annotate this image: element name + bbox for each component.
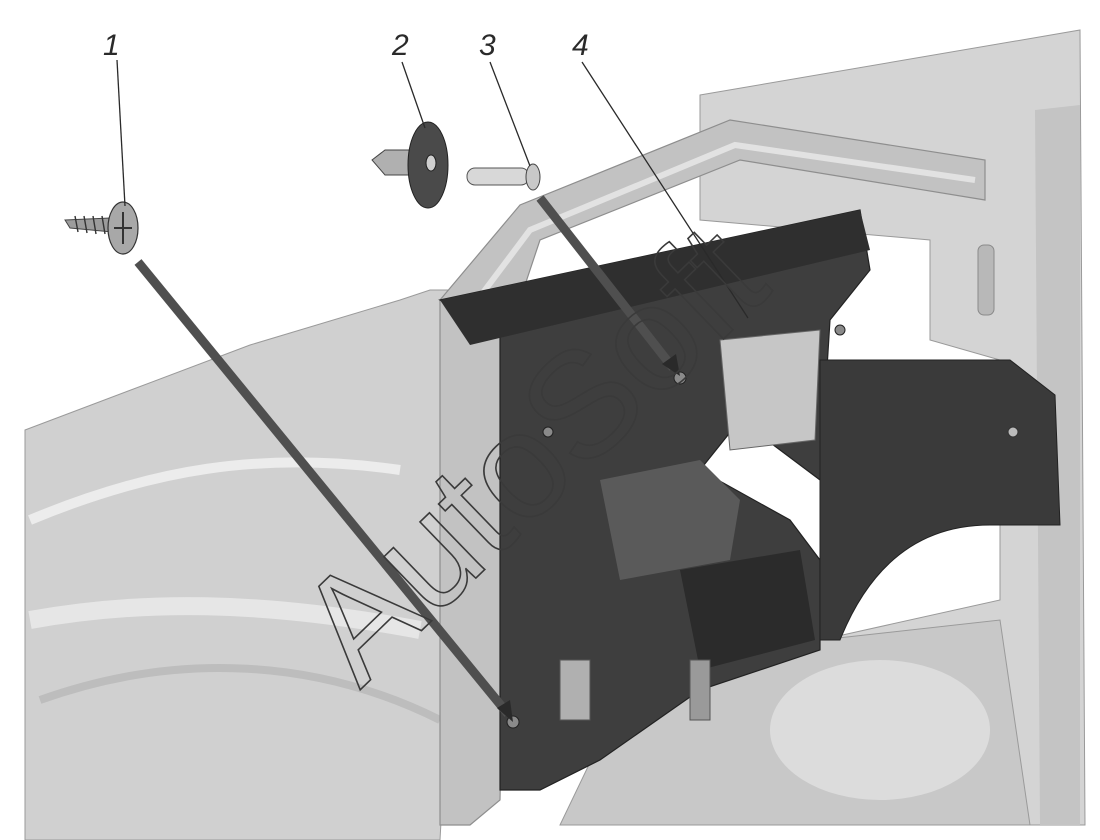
vent-grille bbox=[977, 244, 995, 316]
vehicle-body bbox=[24, 29, 1086, 840]
fender-arch bbox=[38, 663, 442, 724]
mount-hole-upper bbox=[834, 324, 846, 336]
pin-shaft bbox=[466, 167, 530, 186]
rivet-hole bbox=[425, 154, 437, 172]
leader-line-2 bbox=[401, 61, 426, 129]
flap-fastener bbox=[1007, 426, 1019, 438]
rivet-pin-part-3 bbox=[466, 163, 541, 191]
callout-4: 4 bbox=[572, 29, 589, 62]
arrow-screw-head bbox=[497, 700, 513, 722]
pin-head bbox=[525, 163, 541, 191]
screw-thread-ridges bbox=[74, 215, 106, 235]
trim-panel-top bbox=[440, 210, 870, 345]
leader-lines bbox=[116, 59, 749, 319]
mount-hole-3 bbox=[673, 371, 687, 385]
arrow-pin-shaft bbox=[536, 195, 677, 371]
callout-3: 3 bbox=[479, 29, 496, 62]
screw-slot bbox=[114, 212, 132, 244]
rivet-body-part-2 bbox=[371, 121, 449, 209]
trim-panel-lower-pocket bbox=[680, 550, 815, 670]
door-frame bbox=[439, 119, 986, 826]
assembly-arrows bbox=[134, 195, 680, 722]
screw-part-1 bbox=[64, 201, 139, 255]
leader-line-4 bbox=[581, 61, 749, 319]
leader-line-3 bbox=[489, 61, 531, 167]
panel-cutout bbox=[719, 329, 821, 451]
fender-highlight bbox=[28, 597, 422, 639]
floor-well bbox=[770, 660, 990, 800]
callout-2: 2 bbox=[391, 29, 409, 62]
arrow-pin-head bbox=[662, 354, 680, 376]
mount-hole-side bbox=[542, 426, 554, 438]
trim-panel-4 bbox=[438, 209, 1061, 791]
trim-panel-recess bbox=[600, 460, 740, 580]
callout-1: 1 bbox=[103, 29, 120, 62]
callout-labels: 1 2 3 4 bbox=[103, 29, 589, 62]
trim-panel-bracket bbox=[559, 659, 591, 721]
trim-panel-bracket-2 bbox=[689, 659, 711, 721]
door-seal bbox=[467, 141, 976, 312]
hood-crease bbox=[28, 457, 401, 525]
leader-line-1 bbox=[116, 59, 126, 207]
arrow-screw-shaft bbox=[134, 259, 512, 717]
insulation-flap bbox=[819, 359, 1061, 641]
